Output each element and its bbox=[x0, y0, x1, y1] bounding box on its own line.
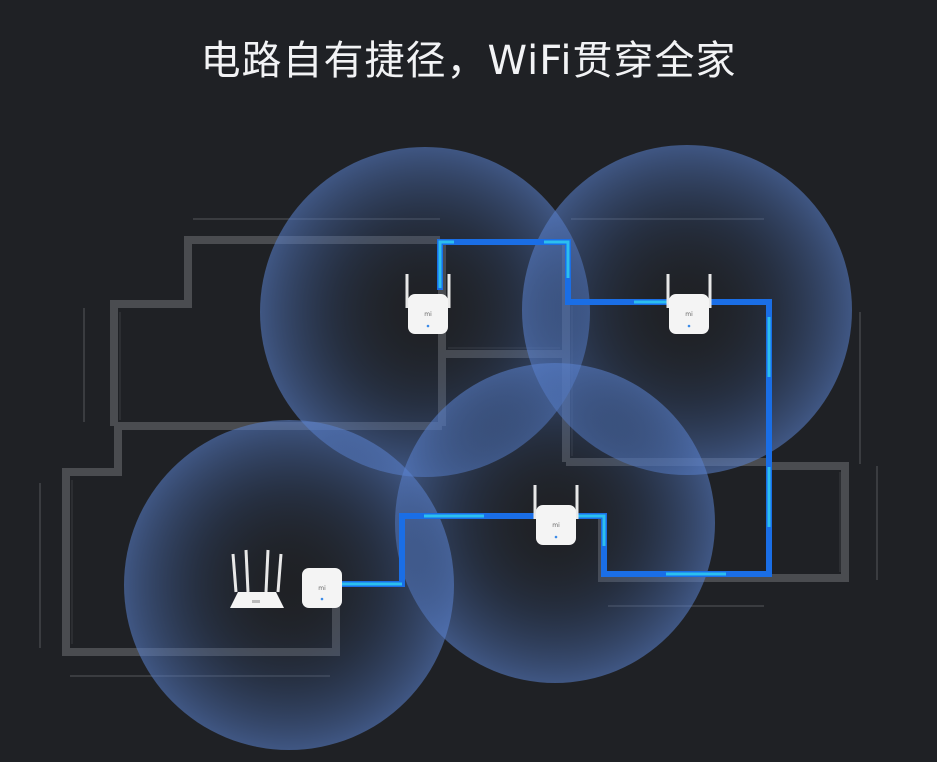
extender-center: mi bbox=[533, 485, 579, 545]
router bbox=[230, 549, 284, 608]
extender-top-right: mi bbox=[666, 274, 712, 334]
plc-base-unit: mi bbox=[302, 568, 342, 608]
extender-top-left: mi bbox=[405, 274, 451, 334]
svg-text:mi: mi bbox=[424, 311, 432, 318]
power-line-path bbox=[342, 239, 772, 587]
svg-text:mi: mi bbox=[318, 585, 326, 592]
svg-text:mi: mi bbox=[552, 522, 560, 529]
svg-text:mi: mi bbox=[685, 311, 693, 318]
headline: 电路自有捷径，WiFi贯穿全家 bbox=[200, 38, 737, 84]
coverage-bottom-left bbox=[124, 420, 454, 750]
coverage-zones bbox=[124, 145, 852, 750]
